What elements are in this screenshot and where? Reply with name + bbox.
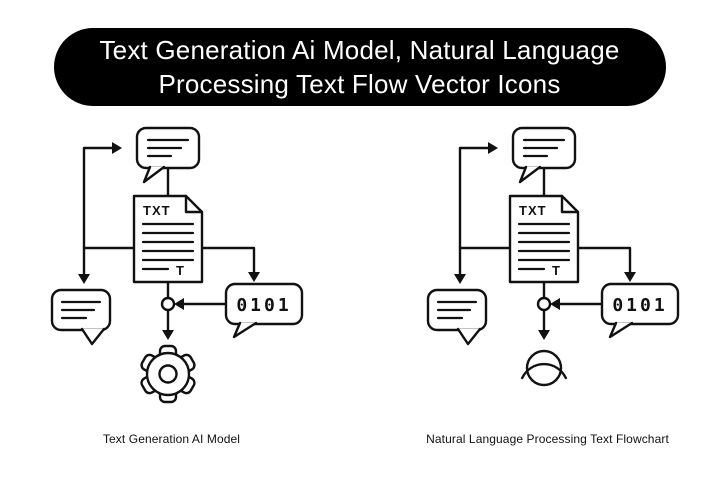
connector-doc-to-binary [576,246,636,282]
text-lines [141,222,194,271]
speech-bubble-left-icon [426,288,487,346]
title-banner: Text Generation Ai Model, Natural Langua… [53,28,666,106]
arrow-binary-to-junction [173,298,227,310]
connector-doc-to-binary [200,246,260,282]
caption-text-generation: Text Generation AI Model [102,432,241,446]
arrow-right-icon [111,142,122,154]
arrow-left-icon [549,298,560,310]
gear-icon [139,344,196,404]
binary-label: 0101 [236,295,291,316]
junction-node-icon [536,296,551,312]
junction-node-icon [160,296,175,312]
diagram-text-generation-ai-model: TXT T 0101 [50,126,303,404]
arrow-down-icon [77,274,90,284]
document-label: TXT [143,203,171,218]
arrow-down-icon [161,330,174,340]
title-line-1: Text Generation Ai Model, Natural Langua… [99,35,620,65]
arrow-left-icon [173,298,184,310]
diagrams-row: TXT T 0101 [0,118,719,446]
text-lines [436,300,477,320]
arrow-down-icon [537,330,550,340]
document-label: TXT [519,203,547,218]
connector-top-left [77,142,135,284]
txt-document-icon: TXT T [508,194,579,284]
arrow-down-icon [453,274,466,284]
speech-bubble-top-icon [135,126,200,184]
arrow-junction-to-circle [537,308,550,340]
binary-code-icon: 0101 [224,282,303,339]
text-lines [60,300,101,320]
folded-corner [184,194,203,214]
document-letter: T [176,263,184,278]
binary-label: 0101 [612,295,667,316]
arrow-down-icon [623,272,636,282]
arrow-down-icon [247,272,260,282]
speech-bubble-left-icon [50,288,111,346]
arrow-junction-to-gear [161,308,174,340]
txt-document-icon: TXT T [132,194,203,284]
processing-circle-icon [520,349,567,387]
binary-code-icon: 0101 [600,282,679,339]
arrow-right-icon [487,142,498,154]
text-lines [146,138,189,158]
document-letter: T [552,263,560,278]
text-lines [517,222,570,271]
folded-corner [560,194,579,214]
arrow-binary-to-junction [549,298,603,310]
diagram-nlp-text-flowchart: TXT T 0101 [426,126,679,387]
text-lines [522,138,565,158]
speech-bubble-top-icon [511,126,576,184]
connector-top-left [453,142,511,284]
caption-nlp-flowchart: Natural Language Processing Text Flowcha… [426,432,669,446]
figure-text-generation: TXT T 0101 [12,118,332,446]
figure-nlp-flowchart: TXT T 0101 [388,118,708,446]
title-line-2: Processing Text Flow Vector Icons [158,69,561,99]
